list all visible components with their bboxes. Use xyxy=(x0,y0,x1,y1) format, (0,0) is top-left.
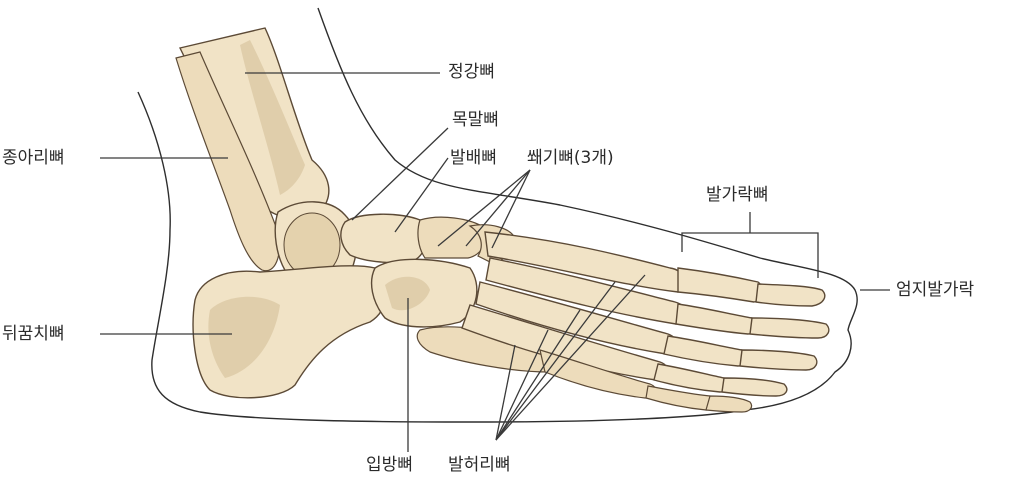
label-cuboid: 입방뼈 xyxy=(366,455,413,475)
phalanx-4-2 xyxy=(722,378,787,396)
phalanx-2-2 xyxy=(750,318,829,338)
label-navicular: 발배뼈 xyxy=(450,148,497,168)
phalanx-big-2 xyxy=(756,284,825,306)
leader-talus xyxy=(352,128,448,220)
label-fibula: 종아리뼈 xyxy=(2,148,65,168)
phalanx-5-2 xyxy=(706,396,752,412)
phalanx-4-1 xyxy=(654,364,729,392)
label-tibia: 정강뼈 xyxy=(448,62,495,82)
label-cuneiform: 쐐기뼈(3개) xyxy=(527,148,614,168)
cuneiform-bone-1 xyxy=(418,217,486,258)
phalanx-big-1 xyxy=(678,268,763,302)
label-big-toe: 엄지발가락 xyxy=(896,280,974,300)
metatarsal-group xyxy=(462,232,686,398)
phalanx-3-2 xyxy=(740,350,817,370)
phalanx-2-1 xyxy=(676,304,757,334)
label-talus: 목말뼈 xyxy=(452,110,499,130)
label-metatarsal: 발허리뼈 xyxy=(448,455,511,475)
navicular-bone xyxy=(341,214,426,262)
phalanx-3-1 xyxy=(664,336,747,366)
label-phalanges: 발가락뼈 xyxy=(706,185,769,205)
label-calcaneus: 뒤꿈치뼈 xyxy=(2,324,65,344)
